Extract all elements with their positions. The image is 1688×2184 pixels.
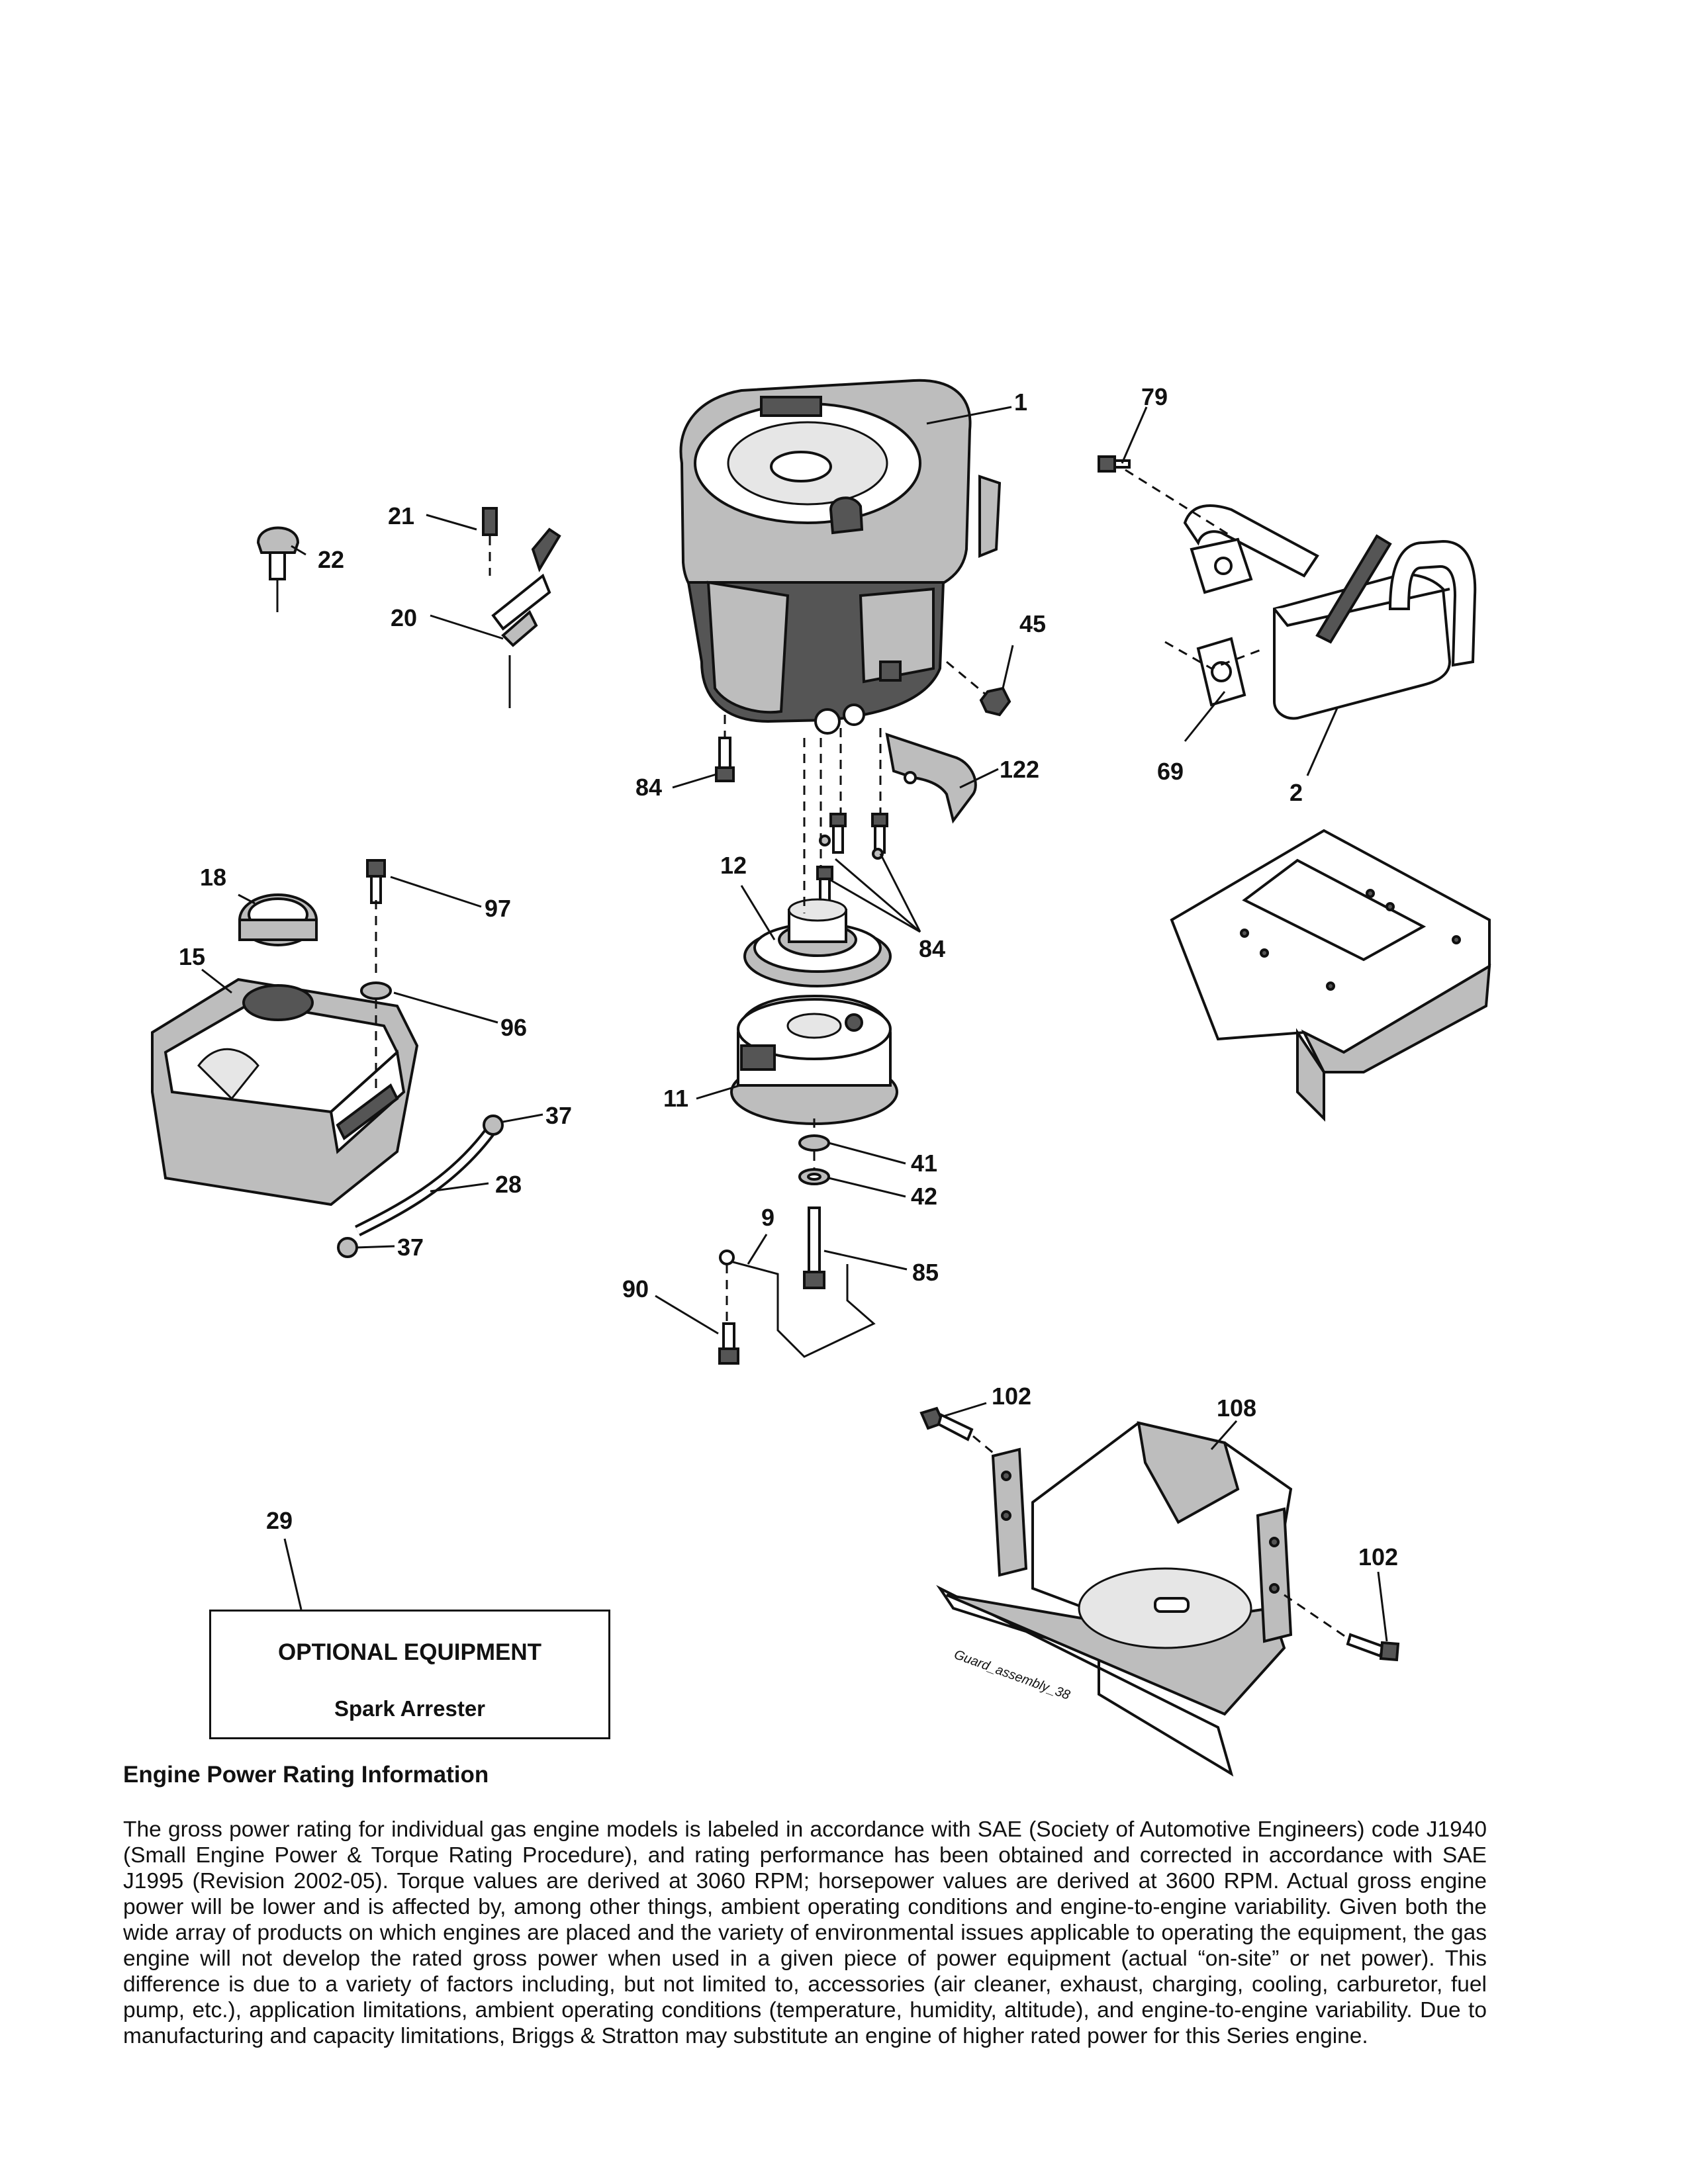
callout-1: 1 <box>1014 388 1027 416</box>
fuel-line <box>337 1115 504 1258</box>
callout-102a: 102 <box>992 1383 1031 1410</box>
guard-label: Guard_assembly_38 <box>952 1647 1072 1703</box>
callout-79: 79 <box>1141 383 1168 410</box>
callout-69: 69 <box>1157 758 1184 785</box>
guard-assembly: Guard_assembly_38 <box>936 1421 1293 1777</box>
fuel-cap <box>238 893 318 946</box>
callout-20: 20 <box>391 604 417 631</box>
callout-11: 11 <box>663 1085 688 1112</box>
callout-15: 15 <box>179 943 205 970</box>
callout-97: 97 <box>485 895 511 922</box>
callout-37a: 37 <box>545 1102 572 1129</box>
rating-body: The gross power rating for individual ga… <box>123 1817 1487 2048</box>
muffler <box>1183 504 1477 720</box>
callout-84a: 84 <box>635 774 662 801</box>
leader-lines <box>201 406 1388 1642</box>
rating-heading: Engine Power Rating Information <box>123 1762 489 1788</box>
callout-9: 9 <box>761 1204 774 1231</box>
exhaust-gasket <box>1196 637 1246 707</box>
callout-37b: 37 <box>397 1234 424 1261</box>
callout-labels: 1 79 21 22 20 45 84 122 69 2 12 84 18 97… <box>179 383 1398 1570</box>
assembly-lines <box>375 469 1351 1641</box>
callout-90: 90 <box>622 1275 649 1302</box>
callout-102b: 102 <box>1358 1543 1398 1570</box>
throttle-control <box>482 507 561 708</box>
nut-45 <box>979 686 1011 717</box>
engine-pulley <box>743 898 892 987</box>
bolt-85 <box>803 1206 825 1289</box>
parts-diagram: Guard_assembly_38 <box>151 379 1491 1777</box>
washer-41 <box>798 1134 830 1152</box>
optional-equipment-title: OPTIONAL EQUIPMENT <box>278 1639 541 1665</box>
choke-knob <box>256 526 300 612</box>
engine-mount-plate <box>1170 829 1491 1122</box>
callout-41: 41 <box>911 1150 937 1177</box>
bolt-90 <box>718 1322 739 1365</box>
bolt-102-right <box>1346 1633 1400 1662</box>
callout-85: 85 <box>912 1259 939 1286</box>
callout-29: 29 <box>266 1507 293 1534</box>
callout-42: 42 <box>911 1183 937 1210</box>
bracket-9 <box>719 1250 876 1358</box>
engine <box>679 379 1002 735</box>
optional-equipment-box: OPTIONAL EQUIPMENT Spark Arrester <box>209 1610 610 1739</box>
callout-18: 18 <box>200 864 226 891</box>
callout-84b: 84 <box>919 935 945 962</box>
callout-28: 28 <box>495 1171 522 1198</box>
optional-equipment-item: Spark Arrester <box>334 1696 486 1721</box>
callout-12: 12 <box>720 852 747 879</box>
bolt-102-left <box>919 1406 974 1441</box>
bolt-84-group <box>816 813 888 903</box>
fuel-tank <box>151 978 419 1206</box>
callout-2: 2 <box>1289 779 1303 806</box>
muffler-screw <box>1098 455 1131 473</box>
pto-clutch <box>730 994 898 1125</box>
washer-42 <box>798 1168 830 1185</box>
callout-21: 21 <box>388 502 414 529</box>
baffle <box>885 733 977 824</box>
callout-22: 22 <box>318 546 344 573</box>
callout-45: 45 <box>1019 610 1046 637</box>
callout-122: 122 <box>1000 756 1039 783</box>
callout-108: 108 <box>1217 1394 1256 1422</box>
bolt-84-left <box>715 737 735 782</box>
callout-96: 96 <box>500 1014 527 1041</box>
tank-bolt-washer <box>360 859 392 1000</box>
